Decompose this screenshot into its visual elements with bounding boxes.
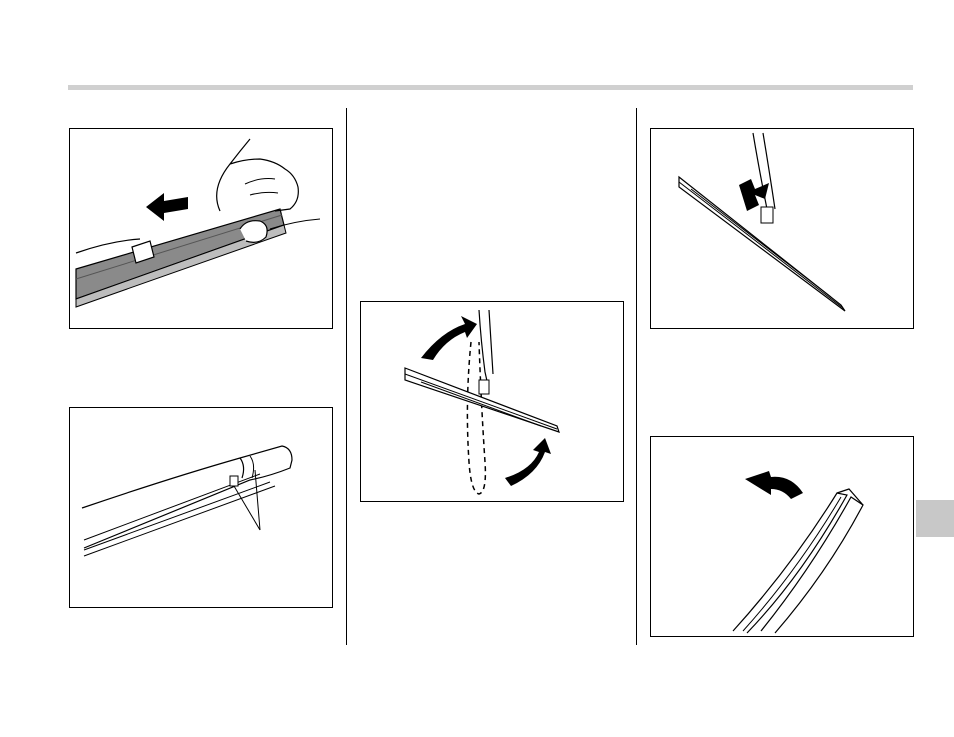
figure-rotate-blade xyxy=(360,301,624,502)
pull-blade-rubber-arrow-icon xyxy=(70,129,332,328)
figure-pull-blade-rubber xyxy=(69,128,333,329)
column-divider-right xyxy=(636,108,637,645)
figure-insert-blade xyxy=(650,128,914,329)
curved-arrow-return-icon xyxy=(651,437,913,636)
section-thumb-tab xyxy=(916,500,954,537)
header-rule xyxy=(68,85,913,90)
rotate-blade-arrows-icon xyxy=(361,302,623,501)
insert-blade-arrow-icon xyxy=(651,129,913,328)
figure-return-blade xyxy=(650,436,914,637)
blade-clip-callout-icon xyxy=(70,408,332,607)
column-divider-left xyxy=(346,108,347,645)
figure-blade-clip xyxy=(69,407,333,608)
